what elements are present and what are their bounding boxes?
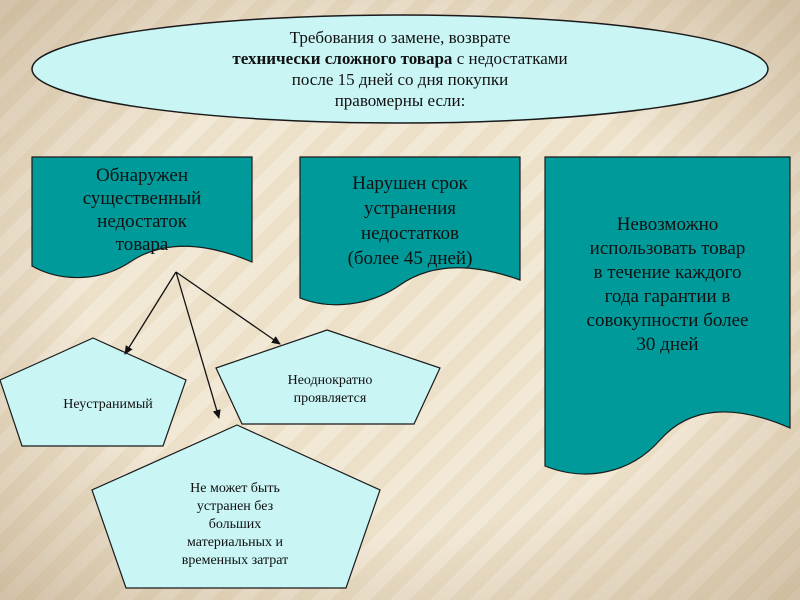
title-text: Требования о замене, возврате технически… xyxy=(150,22,650,116)
title-line-1: Требования о замене, возврате xyxy=(289,28,511,47)
condition-box-3-line: использовать товар xyxy=(589,238,746,259)
defect-pentagon-2-line: Неоднократно xyxy=(287,373,373,388)
defect-pentagon-2 xyxy=(215,329,441,425)
defect-pentagon-1-text: Неустранимый xyxy=(28,380,188,430)
title-line-2-rest: с недостатками xyxy=(452,49,568,68)
defect-pentagon-3-line: материальных и xyxy=(186,535,284,550)
defect-pentagon-2-line: проявляется xyxy=(293,391,367,406)
condition-box-3-line: совокупности более xyxy=(586,310,749,331)
condition-box-1-shape xyxy=(31,156,253,279)
defect-pentagon-3-line: больших xyxy=(208,517,262,532)
condition-box-2-line: (более 45 дней) xyxy=(347,248,473,269)
condition-box-2-text: Нарушен срок устранения недостатков (бол… xyxy=(300,166,520,276)
condition-box-1-line: существенный xyxy=(82,188,202,209)
condition-box-2-line: Нарушен срок xyxy=(352,173,468,194)
arrow-to-pentagon-3 xyxy=(175,271,221,419)
defect-pentagon-3-line: Не может быть xyxy=(190,481,280,496)
condition-box-3-text: Невозможно использовать товар в течение … xyxy=(545,200,790,370)
condition-box-2-line: устранения xyxy=(363,198,457,219)
defect-pentagon-1-label: Неустранимый xyxy=(63,397,153,412)
condition-box-1-text: Обнаружен существенный недостаток товара xyxy=(32,155,252,265)
condition-box-1-line: товара xyxy=(115,234,169,255)
condition-box-3-line: Невозможно xyxy=(616,214,719,235)
condition-box-3-line: 30 дней xyxy=(636,334,699,355)
defect-pentagon-1 xyxy=(0,337,187,447)
title-line-2: технически сложного товара с недостаткам… xyxy=(232,48,567,69)
title-line-4: правомерны если: xyxy=(334,91,466,110)
condition-box-2-line: недостатков xyxy=(361,223,459,244)
defect-pentagon-2-text: Неоднократно проявляется xyxy=(225,360,435,420)
title-line-2-bold: технически сложного товара xyxy=(232,49,453,68)
condition-box-3-shape xyxy=(544,156,791,475)
condition-box-1-line: недостаток xyxy=(97,211,187,232)
defect-pentagon-3-text: Не может быть устранен без больших матер… xyxy=(120,470,350,580)
condition-box-1-line: Обнаружен xyxy=(96,165,188,186)
title-ellipse xyxy=(31,14,769,124)
defect-pentagon-3 xyxy=(91,424,381,589)
defect-pentagon-3-line: устранен без xyxy=(196,499,274,514)
condition-box-3-line: в течение каждого xyxy=(593,262,742,283)
arrow-to-pentagon-1 xyxy=(124,271,177,355)
condition-box-2-shape xyxy=(299,156,521,306)
condition-box-3-line: года гарантии в xyxy=(604,286,731,307)
arrow-to-pentagon-2 xyxy=(175,271,281,345)
defect-pentagon-3-line: временных затрат xyxy=(181,553,289,568)
title-line-3: после 15 дней со дня покупки xyxy=(291,70,509,89)
